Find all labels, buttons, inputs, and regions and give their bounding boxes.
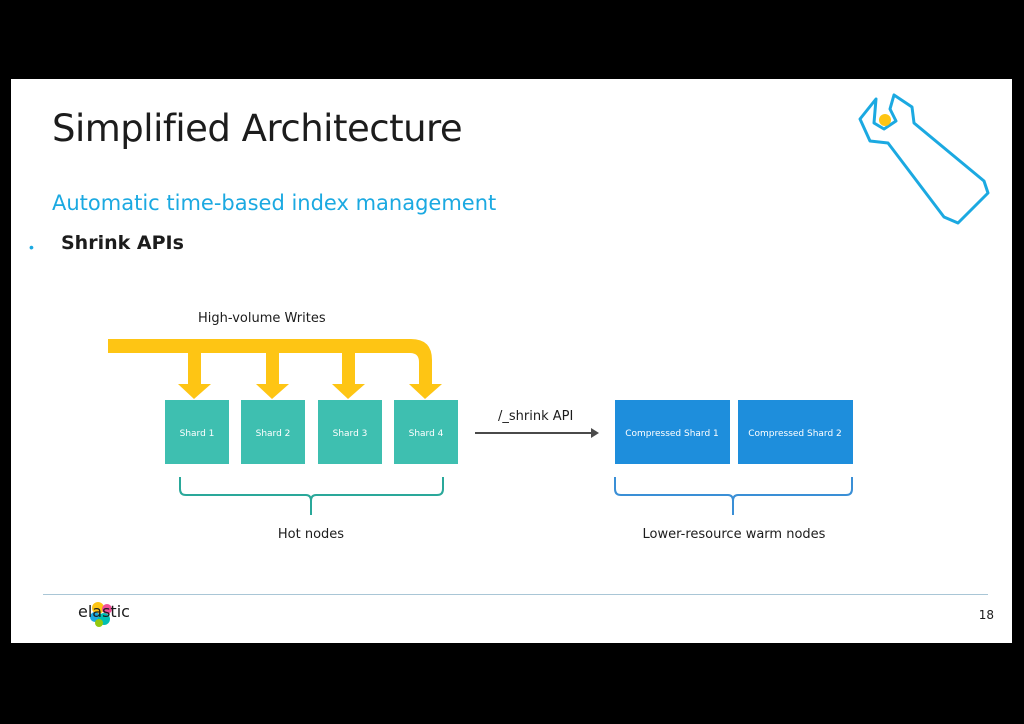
wrench-icon bbox=[858, 93, 990, 225]
warm-nodes-bracket bbox=[614, 477, 853, 515]
high-volume-writes-arrows bbox=[108, 339, 442, 399]
slide: Simplified Architecture Automatic time-b… bbox=[11, 79, 1012, 643]
shard-4 bbox=[394, 400, 458, 464]
arrow-right-icon bbox=[475, 428, 599, 438]
footer-divider bbox=[43, 594, 988, 595]
compressed-shard-2-label: Compressed Shard 2 bbox=[748, 429, 842, 439]
warm-nodes-label: Lower-resource warm nodes bbox=[643, 527, 826, 542]
bullet-marker: • bbox=[29, 239, 34, 255]
shard-2-label: Shard 2 bbox=[256, 429, 291, 439]
hot-nodes-bracket bbox=[179, 477, 444, 515]
shard-3-label: Shard 3 bbox=[333, 429, 368, 439]
compressed-shard-1-label: Compressed Shard 1 bbox=[625, 429, 719, 439]
shard-1-label: Shard 1 bbox=[180, 429, 215, 439]
compressed-shard-2 bbox=[738, 400, 853, 464]
bullet-shrink-apis: Shrink APIs bbox=[61, 232, 184, 254]
elastic-logo-icon bbox=[90, 602, 112, 627]
shard-3 bbox=[318, 400, 382, 464]
architecture-diagram: High-volume Writes Shard 1 Shard 2 Shard… bbox=[108, 311, 853, 542]
page-number: 18 bbox=[978, 608, 994, 622]
hot-nodes-label: Hot nodes bbox=[278, 527, 344, 542]
slide-title: Simplified Architecture bbox=[52, 107, 463, 150]
shard-4-label: Shard 4 bbox=[409, 429, 444, 439]
compressed-shard-1 bbox=[615, 400, 730, 464]
shard-2 bbox=[241, 400, 305, 464]
high-volume-writes-label: High-volume Writes bbox=[198, 311, 326, 326]
shrink-api-label: /_shrink API bbox=[498, 409, 573, 424]
elastic-brand: elastic bbox=[78, 602, 130, 621]
slide-subtitle: Automatic time-based index management bbox=[52, 191, 497, 215]
hot-shards: Shard 1 Shard 2 Shard 3 Shard 4 bbox=[165, 400, 458, 464]
shard-1 bbox=[165, 400, 229, 464]
compressed-shards: Compressed Shard 1 Compressed Shard 2 bbox=[615, 400, 853, 464]
